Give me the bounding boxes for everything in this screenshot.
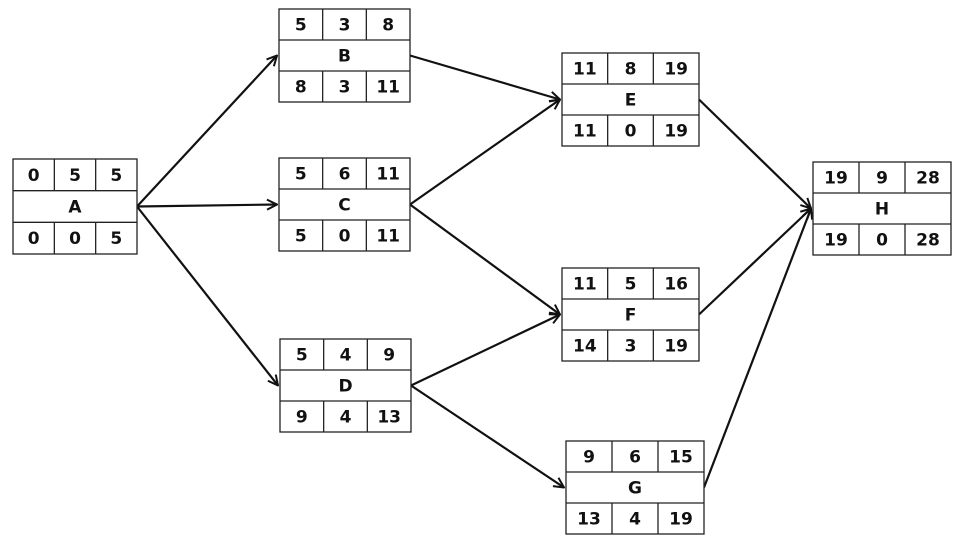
earliest-finish-value: 19 <box>664 60 688 80</box>
slack-value: 3 <box>625 337 637 357</box>
slack-value: 3 <box>339 78 351 98</box>
latest-finish-value: 28 <box>916 231 940 251</box>
node-box <box>12 158 138 255</box>
arrow-c-to-e <box>409 100 560 206</box>
latest-start-value: 19 <box>824 231 848 251</box>
latest-finish-value: 19 <box>664 337 688 357</box>
node-label: H <box>875 200 889 220</box>
slack-value: 0 <box>876 231 888 251</box>
arrow-d-to-f <box>410 315 560 387</box>
duration-value: 6 <box>339 165 351 185</box>
earliest-finish-value: 5 <box>110 166 122 186</box>
slack-value: 0 <box>339 227 351 247</box>
latest-start-value: 11 <box>573 122 597 142</box>
node-label: D <box>338 377 352 397</box>
node-box <box>278 157 411 252</box>
latest-finish-value: 19 <box>664 122 688 142</box>
slack-value: 4 <box>340 408 352 428</box>
latest-start-value: 0 <box>28 229 40 249</box>
node-label: A <box>68 198 82 218</box>
duration-value: 5 <box>69 166 81 186</box>
slack-value: 0 <box>69 229 81 249</box>
arrow-c-to-f <box>409 203 560 315</box>
node-g: 9 6 15G 13 4 19 <box>565 440 705 535</box>
latest-start-value: 9 <box>296 408 308 428</box>
latest-finish-value: 5 <box>110 229 122 249</box>
duration-value: 9 <box>876 169 888 189</box>
earliest-finish-value: 15 <box>669 448 693 468</box>
earliest-finish-value: 8 <box>382 16 394 36</box>
earliest-start-value: 9 <box>583 448 595 468</box>
earliest-start-value: 0 <box>28 166 40 186</box>
earliest-start-value: 19 <box>824 169 848 189</box>
earliest-finish-value: 16 <box>664 275 688 295</box>
arrow-a-to-b <box>136 56 277 208</box>
latest-start-value: 8 <box>295 78 307 98</box>
duration-value: 8 <box>625 60 637 80</box>
arrow-a-to-d <box>136 205 278 386</box>
earliest-start-value: 11 <box>573 275 597 295</box>
node-label: E <box>625 91 637 111</box>
earliest-start-value: 5 <box>295 16 307 36</box>
latest-finish-value: 13 <box>377 408 401 428</box>
earliest-start-value: 5 <box>295 165 307 185</box>
latest-finish-value: 11 <box>376 78 400 98</box>
earliest-finish-value: 11 <box>376 165 400 185</box>
node-box <box>279 338 412 433</box>
node-box <box>561 267 700 362</box>
slack-value: 4 <box>629 510 641 530</box>
slack-value: 0 <box>625 122 637 142</box>
arrow-g-to-h <box>702 209 811 488</box>
duration-value: 6 <box>629 448 641 468</box>
node-f: 11 5 16F 14 3 19 <box>561 267 700 362</box>
edges-layer <box>136 54 811 488</box>
node-label: F <box>625 306 637 326</box>
latest-finish-value: 19 <box>669 510 693 530</box>
earliest-finish-value: 28 <box>916 169 940 189</box>
node-box <box>561 52 700 147</box>
earliest-start-value: 5 <box>296 346 308 366</box>
duration-value: 5 <box>625 275 637 295</box>
arrow-b-to-e <box>409 54 560 100</box>
duration-value: 3 <box>339 16 351 36</box>
duration-value: 4 <box>340 346 352 366</box>
arrow-d-to-g <box>410 384 564 488</box>
latest-start-value: 13 <box>577 510 601 530</box>
node-box <box>812 161 952 256</box>
node-label: B <box>338 47 351 67</box>
latest-start-value: 14 <box>573 337 597 357</box>
arrow-a-to-c <box>136 205 277 207</box>
latest-start-value: 5 <box>295 227 307 247</box>
node-label: C <box>338 196 350 216</box>
arrow-e-to-h <box>698 98 811 209</box>
arrow-f-to-h <box>698 209 811 316</box>
latest-finish-value: 11 <box>376 227 400 247</box>
node-box <box>278 8 411 103</box>
earliest-start-value: 11 <box>573 60 597 80</box>
node-label: G <box>628 479 642 499</box>
earliest-finish-value: 9 <box>383 346 395 366</box>
node-box <box>565 440 705 535</box>
